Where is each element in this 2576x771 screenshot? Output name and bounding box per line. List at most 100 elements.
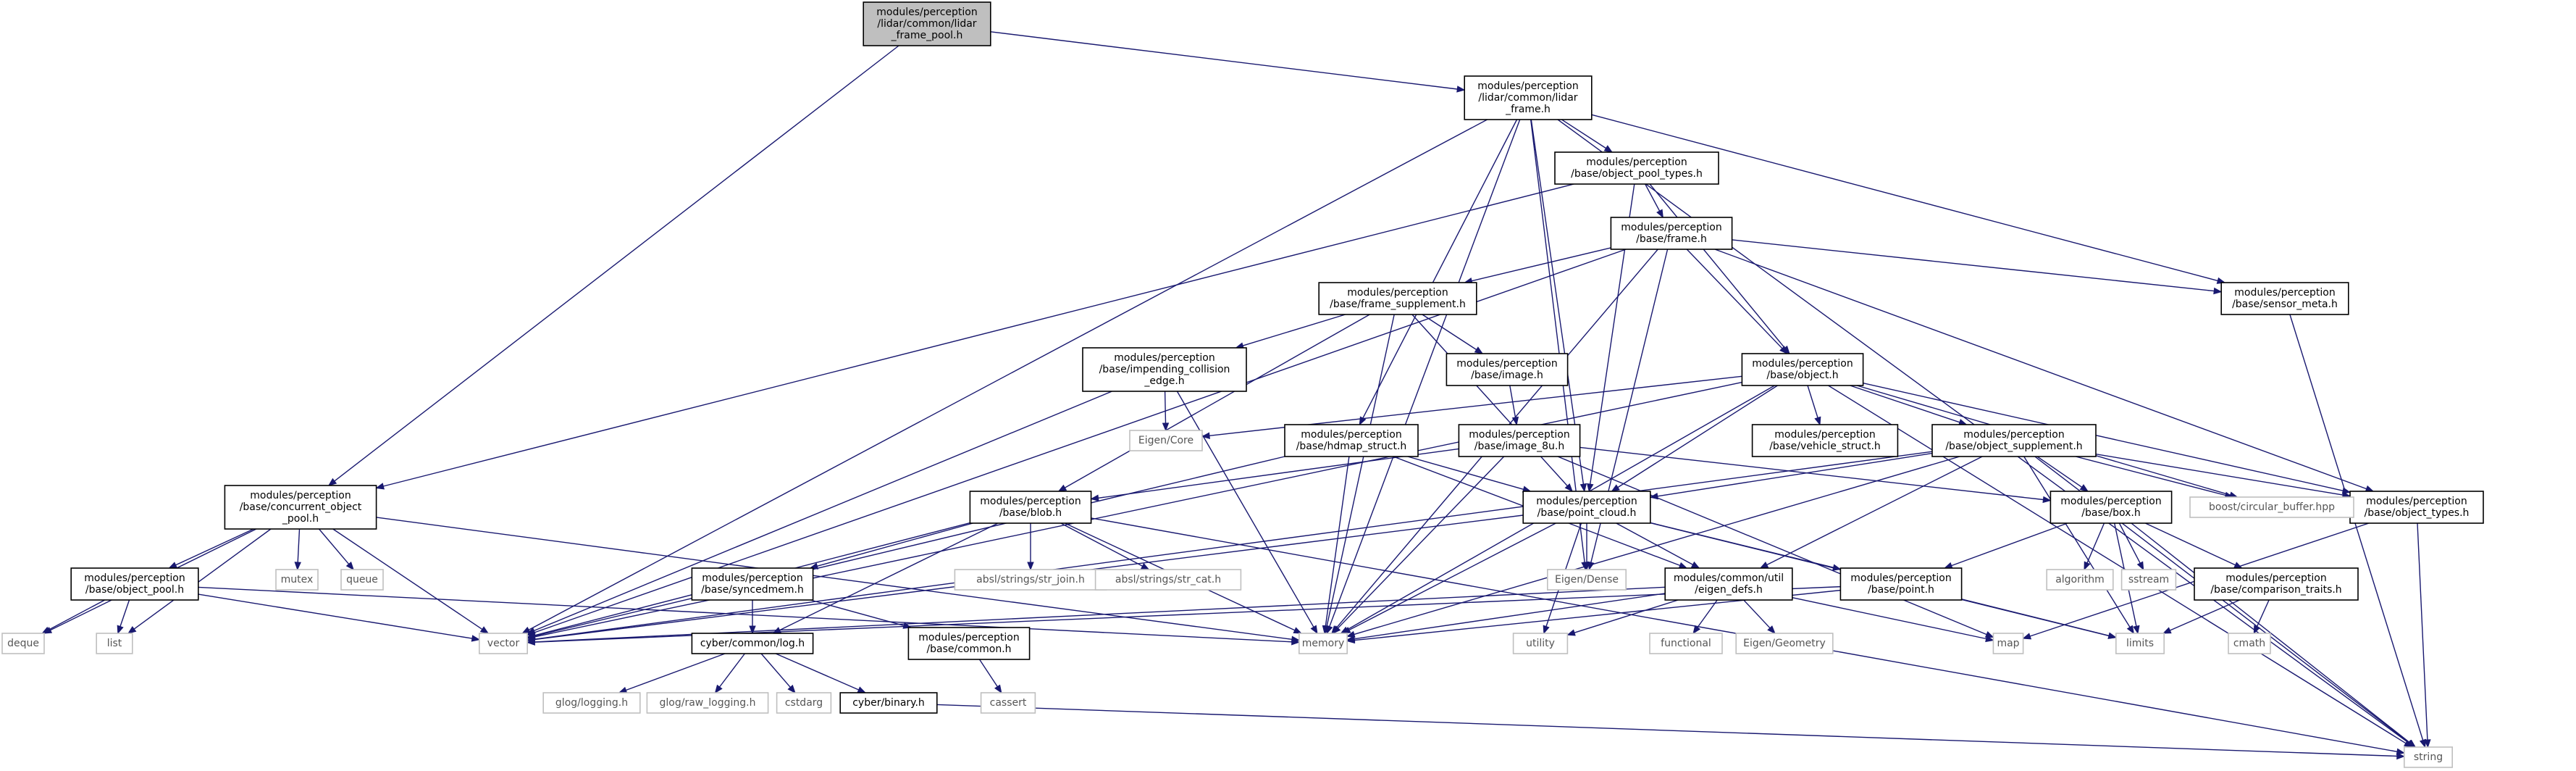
- node-vehicle-struct[interactable]: modules/perception/base/vehicle_struct.h: [1751, 424, 1899, 457]
- node-image-8u[interactable]: modules/perception/base/image_8u.h: [1458, 424, 1581, 457]
- node-binary[interactable]: cyber/binary.h: [839, 692, 938, 714]
- node-image[interactable]: modules/perception/base/image.h: [1446, 353, 1569, 386]
- edge-arrowhead: [327, 478, 337, 486]
- node-eigen-defs[interactable]: modules/common/util/eigen_defs.h: [1664, 567, 1793, 601]
- node-lidar-frame[interactable]: modules/perception/lidar/common/lidar_fr…: [1464, 75, 1593, 120]
- node-point-cloud[interactable]: modules/perception/base/point_cloud.h: [1522, 491, 1651, 524]
- edge-line: [48, 599, 106, 630]
- edge-line: [626, 653, 726, 691]
- edge-arrowhead: [479, 626, 490, 634]
- node-comparison-traits[interactable]: modules/perception/base/comparison_trait…: [2194, 567, 2359, 601]
- node-label-line: modules/common/util: [1674, 572, 1784, 584]
- edge-arrowhead: [1566, 629, 1576, 636]
- node-list: list: [96, 633, 133, 654]
- node-eigen-dense: Eigen/Dense: [1547, 569, 1627, 591]
- edge-point-cloud-to-eigen-dense: [1583, 523, 1590, 571]
- node-point[interactable]: modules/perception/base/point.h: [1839, 567, 1963, 601]
- node-label-line: _frame_pool.h: [891, 30, 963, 41]
- node-eigen-core: Eigen/Core: [1129, 430, 1203, 451]
- edge-line: [198, 586, 1292, 643]
- node-box[interactable]: modules/perception/base/box.h: [2050, 491, 2173, 524]
- edge-box-to-string: [2131, 522, 2417, 748]
- node-label-line: modules/perception: [2225, 572, 2326, 584]
- edge-line: [1850, 385, 1960, 423]
- edge-eigen-defs-to-map: [1792, 597, 1994, 643]
- edge-line: [719, 653, 745, 688]
- node-label-line: /base/image_8u.h: [1474, 441, 1565, 452]
- edge-line: [760, 653, 791, 688]
- node-label-line: modules/perception: [1347, 287, 1448, 299]
- node-object-types[interactable]: modules/perception/base/object_types.h: [2349, 491, 2484, 524]
- node-box: [863, 1, 991, 46]
- edge-root-to-lidar-frame: [990, 31, 1466, 93]
- edge-line: [1337, 456, 1505, 629]
- edge-arrowhead: [2424, 739, 2431, 749]
- edge-image-to-image-8u: [1509, 385, 1519, 426]
- edge-impending-to-eigen-core: [1162, 391, 1170, 432]
- node-label-line: modules/perception: [2234, 287, 2335, 299]
- edge-line: [1961, 599, 2110, 636]
- edge-line: [1325, 456, 1350, 627]
- edge-arrowhead: [1985, 635, 1994, 643]
- edge-line: [1530, 119, 1585, 485]
- edge-line: [1557, 456, 1987, 635]
- edge-frame-to-frame-supplement: [1464, 247, 1611, 285]
- node-object-supplement[interactable]: modules/perception/base/object_supplemen…: [1931, 424, 2097, 457]
- edge-arrowhead: [2407, 739, 2417, 748]
- edge-line: [297, 528, 301, 563]
- edge-object-to-object-types: [1863, 383, 2351, 494]
- edge-arrowhead: [1322, 625, 1330, 635]
- node-cstdarg: cstdarg: [776, 692, 832, 714]
- node-label-line: modules/perception: [918, 632, 1019, 643]
- edge-concurrent-pool-to-vector: [332, 528, 490, 634]
- node-box: [1446, 353, 1569, 386]
- node-frame[interactable]: modules/perception/base/frame.h: [1610, 217, 1733, 250]
- edge-arrowhead: [1692, 625, 1701, 635]
- node-blob[interactable]: modules/perception/base/blob.h: [969, 491, 1092, 524]
- edge-line: [198, 593, 473, 639]
- node-hdmap-struct[interactable]: modules/perception/base/hdmap_struct.h: [1284, 424, 1419, 457]
- node-object-pool[interactable]: modules/perception/base/object_pool.h: [70, 567, 199, 601]
- edge-arrowhead: [1057, 484, 1067, 492]
- node-label-line: cmath: [2233, 638, 2265, 649]
- node-box: [1931, 424, 2097, 457]
- edge-arrowhead: [1611, 484, 1620, 492]
- node-box: [2189, 496, 2354, 518]
- node-syncedmem[interactable]: modules/perception/base/syncedmem.h: [691, 567, 814, 601]
- node-label-line: /base/syncedmem.h: [701, 584, 804, 596]
- edge-line: [318, 528, 350, 564]
- node-concurrent-pool[interactable]: modules/perception/base/concurrent_objec…: [224, 485, 377, 530]
- node-log[interactable]: cyber/common/log.h: [691, 633, 814, 654]
- node-label-line: map: [1997, 638, 2019, 649]
- node-box: [1, 633, 45, 654]
- edge-hdmap-struct-to-point-cloud: [1407, 456, 1532, 493]
- edge-arrowhead: [1814, 416, 1821, 426]
- edge-arrowhead: [1587, 483, 1594, 493]
- node-label-line: /lidar/common/lidar: [1478, 92, 1577, 104]
- node-label-line: list: [107, 638, 122, 649]
- node-box: [1992, 633, 2024, 654]
- node-object[interactable]: modules/perception/base/object.h: [1741, 353, 1864, 386]
- node-label-line: /base/object_pool.h: [85, 584, 184, 596]
- node-frame-supplement[interactable]: modules/perception/base/frame_supplement…: [1318, 282, 1477, 315]
- node-label-line: /lidar/common/lidar: [877, 18, 976, 30]
- node-label-line: /base/object_pool_types.h: [1571, 168, 1703, 180]
- edge-arrowhead: [1456, 86, 1466, 93]
- node-box: [1284, 424, 1419, 457]
- edge-arrowhead: [2233, 562, 2243, 569]
- node-box: [1129, 430, 1203, 451]
- edge-blob-to-str-join: [1027, 523, 1034, 571]
- node-label-line: modules/perception: [1586, 157, 1687, 168]
- edge-line: [1362, 119, 1518, 419]
- node-sensor-meta[interactable]: modules/perception/base/sensor_meta.h: [2220, 282, 2349, 315]
- node-common[interactable]: modules/perception/base/common.h: [907, 627, 1031, 660]
- node-box: [980, 692, 1036, 714]
- node-object-pool-types[interactable]: modules/perception/base/object_pool_type…: [1554, 151, 1719, 185]
- node-glog-logging: glog/logging.h: [542, 692, 641, 714]
- node-label-line: algorithm: [2055, 574, 2105, 585]
- edge-line: [936, 704, 2397, 757]
- node-impending[interactable]: modules/perception/base/impending_collis…: [1082, 347, 1247, 392]
- node-root[interactable]: modules/perception/lidar/common/lidar_fr…: [863, 1, 991, 46]
- edge-point-cloud-to-memory: [1341, 522, 1556, 634]
- edge-arrowhead: [1162, 422, 1170, 432]
